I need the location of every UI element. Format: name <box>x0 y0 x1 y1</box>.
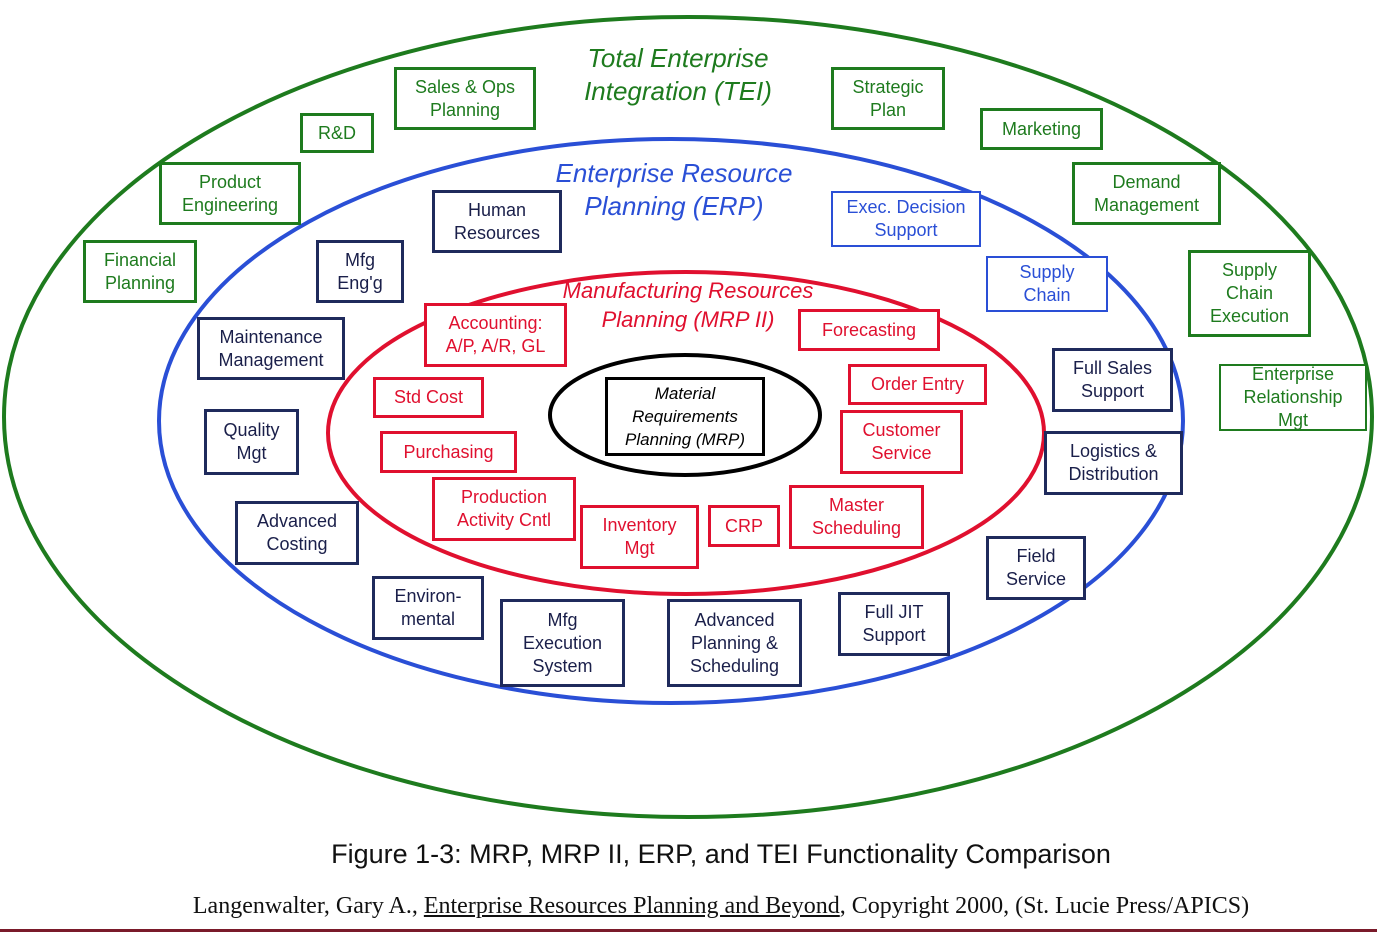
tei-ring <box>2 15 1374 819</box>
mrp2-item-order-entry: Order Entry <box>848 364 987 405</box>
erp-item-advanced-costing: Advanced Costing <box>235 501 359 565</box>
mrp2-title: Manufacturing Resources Planning (MRP II… <box>562 278 814 332</box>
erp-item-advanced-planning-scheduling: Advanced Planning & Scheduling <box>667 599 802 687</box>
erp-item-logistics-distribution: Logistics & Distribution <box>1044 431 1183 495</box>
mrp2-item-accounting: Accounting: A/P, A/R, GL <box>424 303 567 367</box>
mrp2-item-forecasting: Forecasting <box>798 309 940 351</box>
erp-title: Enterprise Resource Planning (ERP) <box>555 158 793 221</box>
figure-citation: Langenwalter, Gary A., Enterprise Resour… <box>0 893 1377 920</box>
citation-details: , Copyright 2000, (St. Lucie Press/APICS… <box>839 893 1250 919</box>
erp-item-mfg-engg: Mfg Eng'g <box>316 240 404 303</box>
tei-item-financial-planning: Financial Planning <box>83 240 197 303</box>
mrp2-item-production-activity-cntl: Production Activity Cntl <box>432 477 576 541</box>
tei-item-marketing: Marketing <box>980 108 1103 150</box>
erp-item-quality-mgt: Quality Mgt <box>204 409 299 475</box>
mrp2-item-inventory-mgt: Inventory Mgt <box>580 505 699 569</box>
erp-item-environmental: Environ- mental <box>372 576 484 640</box>
erp-item-supply-chain: Supply Chain <box>986 256 1108 312</box>
tei-title: Total Enterprise Integration (TEI) <box>584 43 772 106</box>
citation-book-title: Enterprise Resources Planning and Beyond <box>423 893 840 919</box>
citation-author: Langenwalter, Gary A., <box>192 893 424 919</box>
mrp2-item-master-scheduling: Master Scheduling <box>789 485 924 549</box>
erp-item-full-sales-support: Full Sales Support <box>1052 348 1173 412</box>
tei-item-strategic-plan: Strategic Plan <box>831 67 945 130</box>
mrp2-item-purchasing: Purchasing <box>380 431 517 473</box>
mrp2-item-std-cost: Std Cost <box>373 377 484 418</box>
bottom-divider <box>0 929 1377 932</box>
erp-item-maintenance-management: Maintenance Management <box>197 317 345 380</box>
mrp2-item-crp: CRP <box>708 505 780 547</box>
tei-item-demand-management: Demand Management <box>1072 162 1221 225</box>
erp-item-exec-decision-support: Exec. Decision Support <box>831 191 981 247</box>
tei-item-sales-ops-planning: Sales & Ops Planning <box>394 67 536 130</box>
erp-item-field-service: Field Service <box>986 536 1086 600</box>
tei-item-supply-chain-execution: Supply Chain Execution <box>1188 250 1311 337</box>
mrp-core-box: Material Requirements Planning (MRP) <box>605 377 765 456</box>
figure-caption: Figure 1-3: MRP, MRP II, ERP, and TEI Fu… <box>331 839 1111 869</box>
tei-item-enterprise-relationship-mgt: Enterprise Relationship Mgt <box>1219 364 1367 431</box>
mrp2-item-customer-service: Customer Service <box>840 410 963 474</box>
erp-item-full-jit-support: Full JIT Support <box>838 592 950 656</box>
erp-item-mfg-execution-system: Mfg Execution System <box>500 599 625 687</box>
tei-item-rd: R&D <box>300 113 374 153</box>
tei-item-product-engineering: Product Engineering <box>159 162 301 225</box>
erp-item-human-resources: Human Resources <box>432 190 562 253</box>
mrp-ring <box>548 353 822 477</box>
erp-ring <box>157 137 1185 705</box>
